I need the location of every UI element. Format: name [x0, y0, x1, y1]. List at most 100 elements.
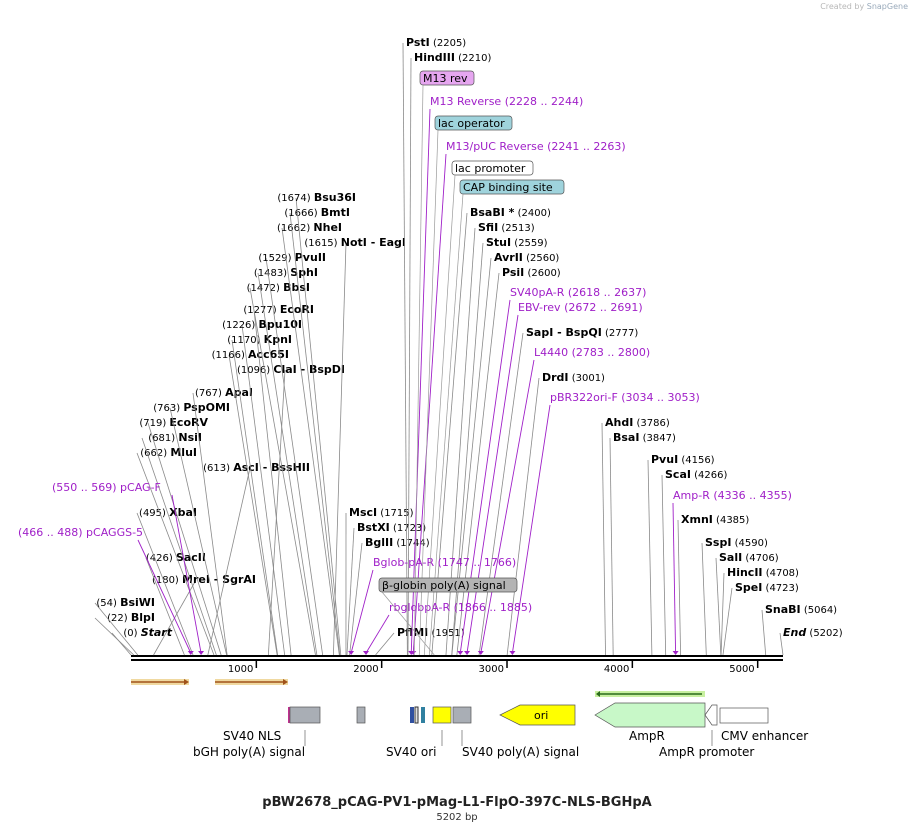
site-line [295, 197, 342, 656]
primer-label: Bglob-pA-R (1747 .. 1766) [373, 556, 516, 569]
axis-tick-label: 3000 [479, 664, 504, 675]
primer-arrow [363, 651, 370, 655]
site-line [720, 572, 725, 656]
primer-arrow [509, 651, 516, 655]
site-label: BstXI (1723) [357, 521, 426, 534]
site-line [661, 474, 667, 656]
feature-block [421, 707, 425, 723]
axis-tick-label: 1000 [228, 664, 253, 675]
primer-line [672, 502, 677, 654]
site-line [375, 632, 395, 656]
site-label: BsaI (3847) [613, 431, 676, 444]
site-label: SalI (4706) [719, 551, 779, 564]
feature-block [452, 706, 472, 724]
site-label: (763) PspOMI [153, 401, 230, 414]
primer-line [466, 314, 519, 654]
site-label: BglII (1744) [365, 536, 430, 549]
site-line [94, 602, 139, 656]
site-line [249, 287, 316, 656]
primer-label: M13 Reverse (2228 .. 2244) [430, 95, 583, 108]
site-line [253, 309, 292, 656]
site-label: (495) XbaI [139, 506, 197, 519]
map-size: 5202 bp [436, 812, 478, 823]
site-label: (767) ApaI [195, 386, 253, 399]
axis-tick-label: 5000 [729, 664, 754, 675]
feature-block [289, 706, 321, 724]
site-line [407, 57, 412, 656]
site-line [451, 242, 484, 656]
site-line [601, 422, 606, 656]
feature-block [414, 706, 419, 724]
site-label: SspI (4590) [705, 536, 768, 549]
promoter-arrowhead [184, 679, 189, 685]
site-line [169, 407, 228, 656]
site-label: SapI - BspQI (2777) [526, 326, 638, 339]
site-label: (1666) BmtI [284, 206, 350, 219]
primer-line [480, 359, 535, 654]
feature-box [459, 179, 565, 195]
site-label: HincII (4708) [727, 566, 799, 579]
site-label: (1472) BbsI [247, 281, 310, 294]
ori-label: ori [534, 709, 548, 722]
site-label: (681) NsiI [148, 431, 202, 444]
site-line [228, 354, 278, 656]
promoter-arrowhead [283, 679, 288, 685]
site-label: MscI (1715) [349, 506, 414, 519]
site-label: XmnI (4385) [681, 513, 749, 526]
primer-arrow [410, 651, 417, 655]
site-label: StuI (2559) [486, 236, 548, 249]
feature-block [410, 707, 414, 723]
site-line [257, 272, 318, 656]
feature-block [432, 706, 452, 724]
feature-label: AmpR promoter [659, 745, 754, 759]
ampr-direction-head [596, 691, 600, 697]
site-line [478, 332, 524, 656]
site-line [349, 542, 363, 656]
feature-box [434, 115, 513, 131]
feature-box-line [413, 84, 424, 656]
primer-arrow [457, 651, 464, 655]
primer-arrow [477, 651, 484, 655]
site-label: (719) EcoRV [139, 416, 208, 429]
primer-arrow [348, 651, 355, 655]
site-line [779, 632, 784, 656]
ori-feature [499, 704, 576, 726]
site-line [207, 467, 251, 656]
site-line [231, 339, 279, 656]
primer-arrow [464, 651, 471, 655]
site-line [715, 557, 722, 656]
site-label: PstI (2205) [406, 36, 466, 49]
site-line [506, 377, 540, 656]
primer-label: (466 .. 488) pCAGGS-5 [18, 526, 143, 539]
map-title: pBW2678_pCAG-PV1-pMag-L1-FlpO-397C-NLS-B… [262, 795, 652, 810]
site-label: (1529) PvuII [258, 251, 326, 264]
feature-label: bGH poly(A) signal [193, 745, 305, 759]
feature-box-label: β-globin poly(A) signal [382, 579, 506, 592]
site-label: (1277) EcoRI [243, 303, 314, 316]
site-label: (613) AscI - BssHII [203, 461, 310, 474]
site-label: (1483) SphI [254, 266, 318, 279]
primer-label: SV40pA-R (2618 .. 2637) [510, 286, 646, 299]
site-line [289, 212, 341, 656]
site-label: (1096) ClaI - BspDI [237, 363, 345, 376]
feature-box-line [418, 129, 439, 656]
feature-block [288, 707, 290, 723]
site-line [346, 527, 355, 656]
feature-label: CMV enhancer [721, 729, 808, 743]
feature-box [451, 160, 534, 176]
primer-line [459, 299, 511, 654]
site-label: (662) MluI [140, 446, 197, 459]
primer-label: rbglobpA-R (1866 .. 1885) [389, 601, 532, 614]
primer-line [171, 494, 202, 654]
site-line [647, 459, 653, 656]
site-label: DrdI (3001) [542, 371, 605, 384]
primer-line [137, 539, 192, 654]
site-label: PvuI (4156) [651, 453, 715, 466]
primer-arrow [672, 651, 679, 655]
site-line [722, 587, 733, 656]
primer-line [410, 108, 431, 654]
primer-line [412, 153, 447, 654]
site-label: End (5202) [783, 626, 843, 639]
primer-label: M13/pUC Reverse (2241 .. 2263) [446, 140, 626, 153]
